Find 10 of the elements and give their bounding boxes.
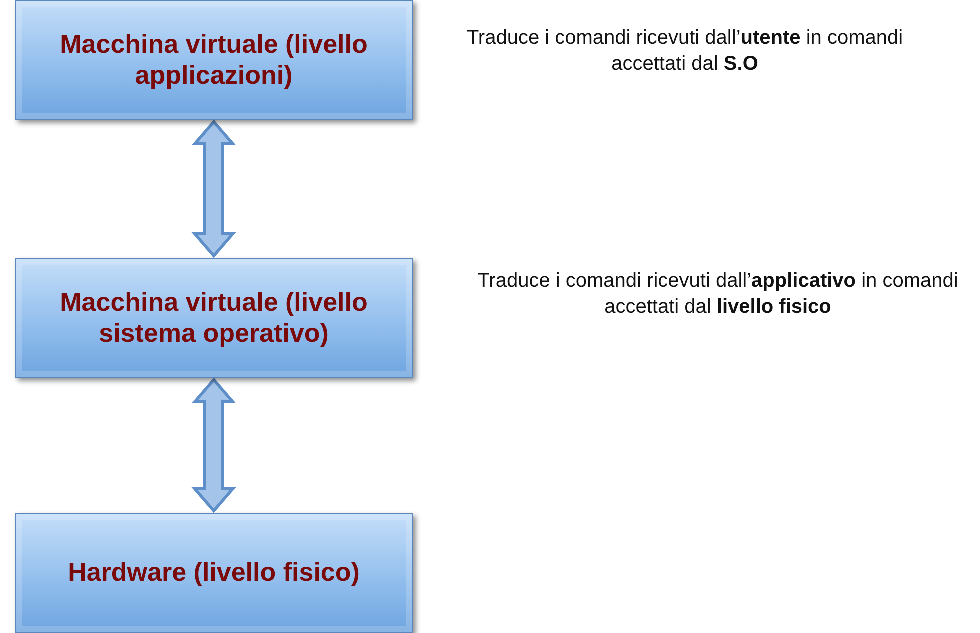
description-text: Traduce i comandi ricevuti dall’utente in comandi accettati dal S.O — [466, 26, 904, 77]
double-arrow — [192, 378, 236, 514]
box-label: Macchina virtuale (livello applicazioni) — [59, 28, 369, 92]
process-box — [15, 0, 413, 120]
double-arrow — [192, 120, 236, 258]
description-text: Traduce i comandi ricevuti dall’applicativo in comandi accettati dal livello fisico — [476, 269, 960, 320]
box-label: Hardware (livello fisico) — [68, 557, 360, 589]
box-label: Macchina virtuale (livello sistema operativo) — [59, 286, 369, 350]
process-box — [15, 258, 413, 378]
process-box — [15, 513, 413, 633]
